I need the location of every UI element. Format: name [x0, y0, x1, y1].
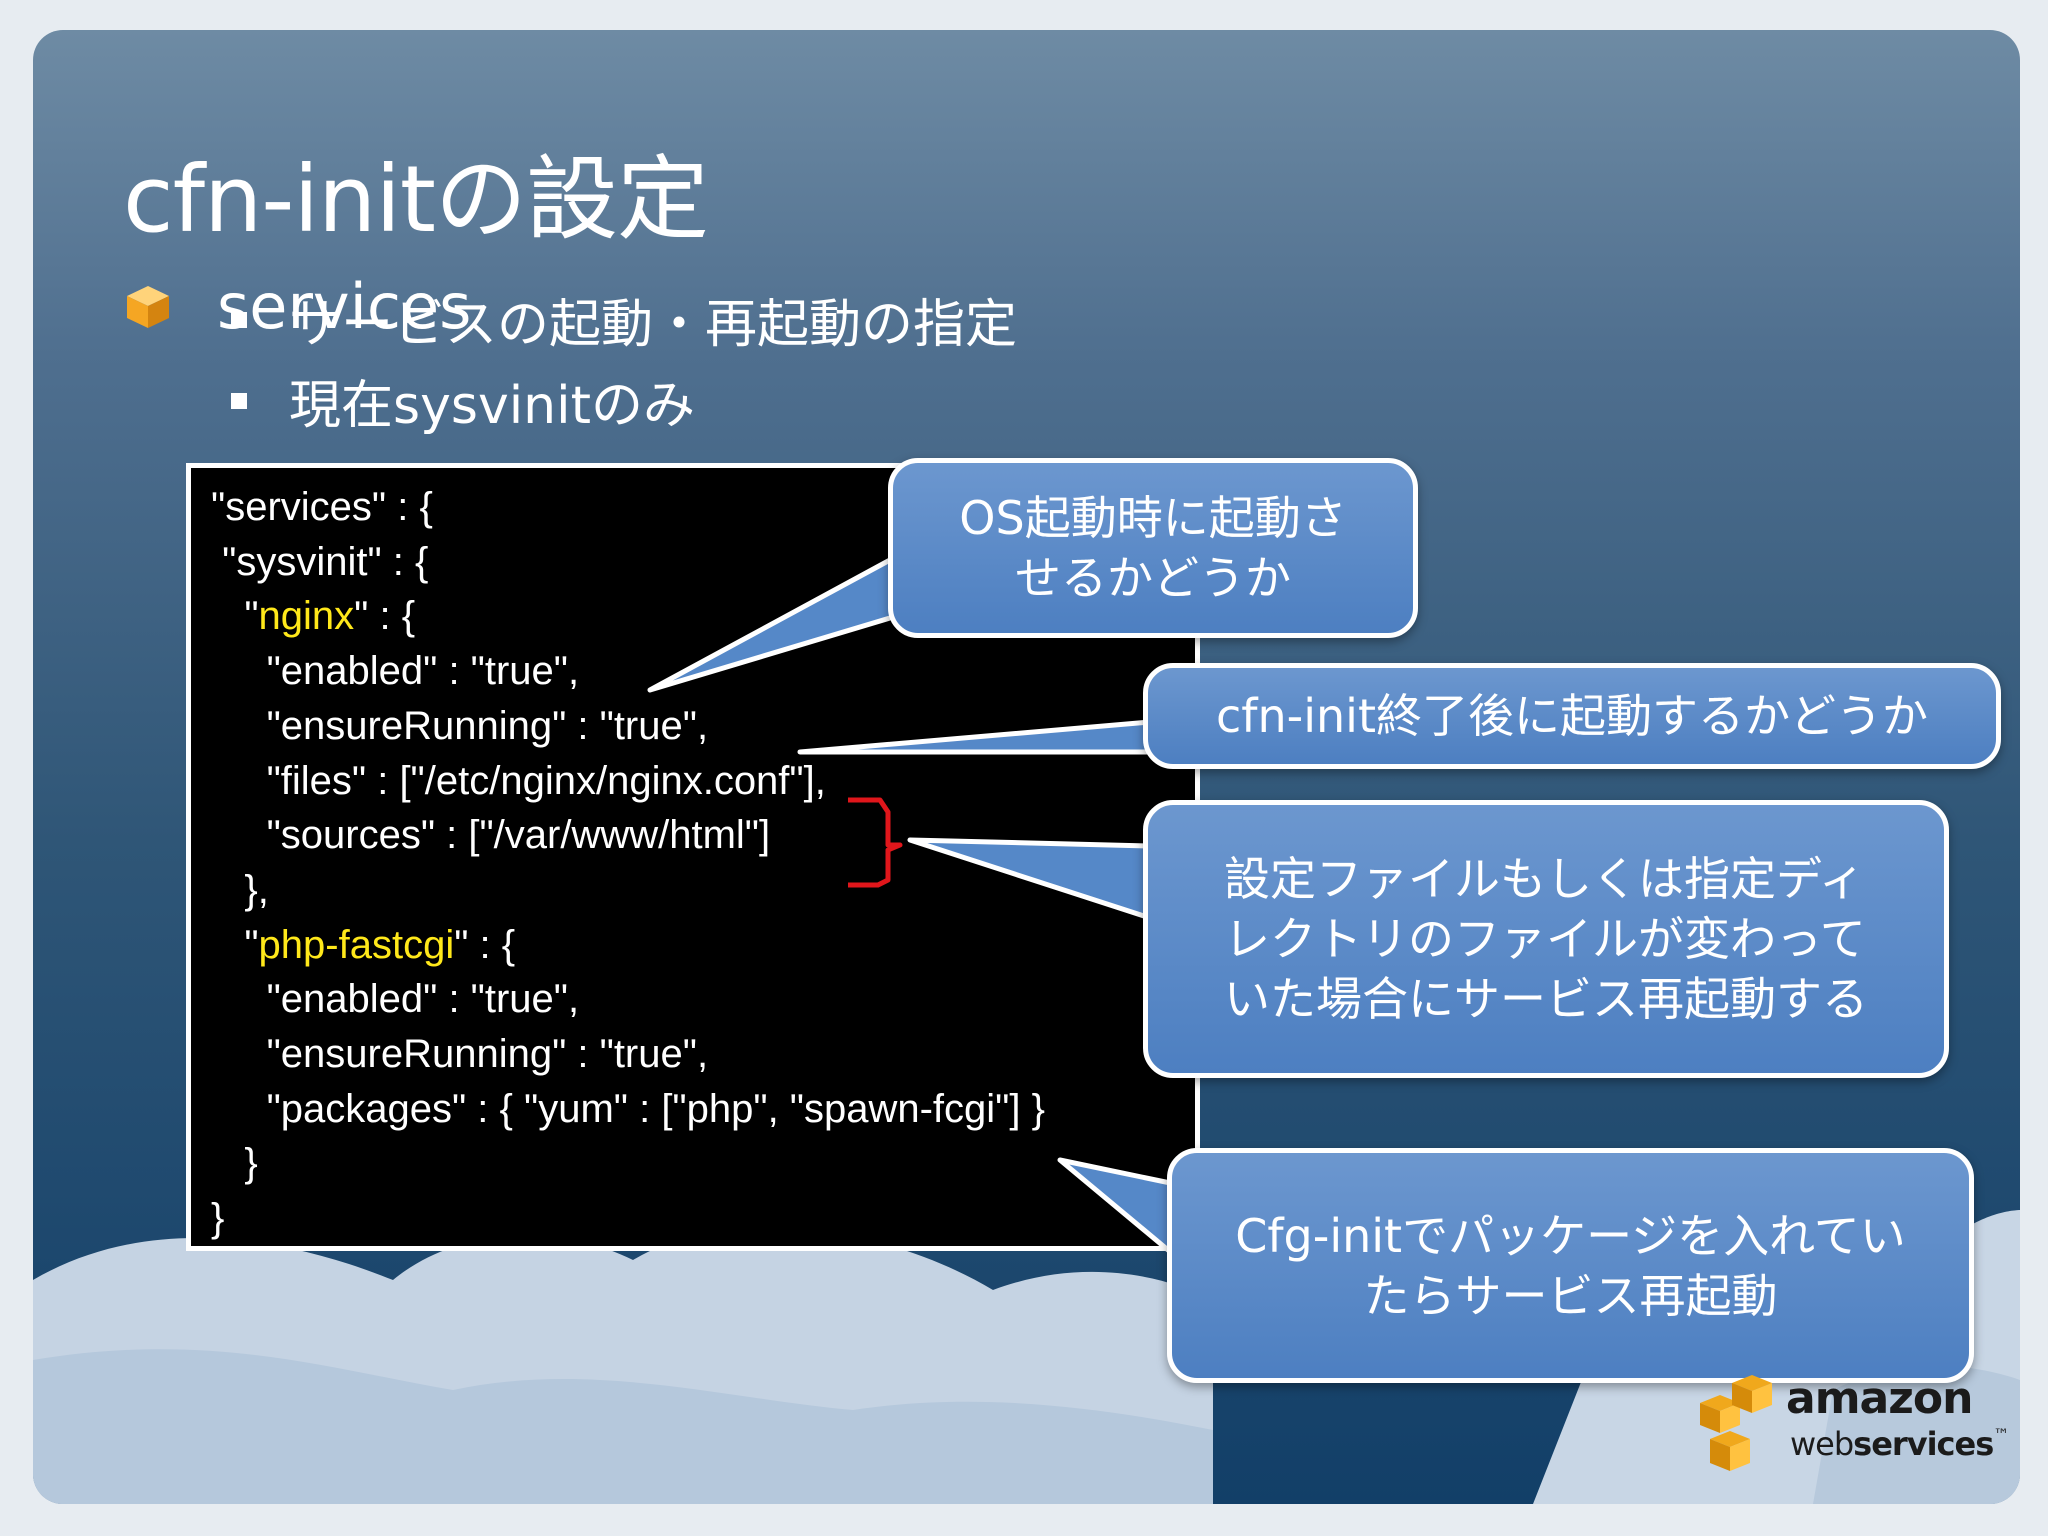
- callout-line: OS起動時に起動さ: [959, 491, 1347, 545]
- code-line: "services" : {: [211, 485, 433, 529]
- callout-os-boot: OS起動時に起動させるかどうか: [888, 458, 1418, 638]
- callout-line: cfn-init終了後に起動するかどうか: [1216, 689, 1928, 743]
- code-line: "nginx" : {: [211, 594, 416, 639]
- callout-package-install: Cfg-initでパッケージを入れていたらサービス再起動: [1167, 1148, 1974, 1383]
- bullet-services: services: [125, 270, 471, 343]
- sub-bullet-2: 現在sysvinitのみ: [231, 363, 695, 438]
- aws-cubes-logo-icon: [1700, 1375, 1772, 1471]
- code-text: "services" : { "sysvinit" : { "nginx" : …: [211, 480, 1045, 1246]
- code-line: "enabled" : "true",: [211, 649, 580, 694]
- code-line: }: [211, 1196, 225, 1241]
- code-line: "packages" : { "yum" : ["php", "spawn-fc…: [211, 1086, 1045, 1131]
- service-name-php-fastcgi: php-fastcgi: [258, 922, 455, 967]
- code-line: "sources" : ["/var/www/html"]: [211, 813, 771, 858]
- sub-bullet-1: サービスの起動・再起動の指定: [231, 282, 1017, 357]
- callout-line: Cfg-initでパッケージを入れてい: [1235, 1208, 1906, 1263]
- code-line: "ensureRunning" : "true",: [211, 703, 709, 748]
- logo-word-webservices: webservices™: [1790, 1425, 2009, 1463]
- callout-config-change: 設定ファイルもしくは指定ディレクトリのファイルが変わっていた場合にサービス再起動…: [1143, 800, 1949, 1078]
- sub-bullet-label: サービスの起動・再起動の指定: [289, 295, 1018, 355]
- service-name-nginx: nginx: [258, 594, 355, 639]
- aws-logo: amazon webservices™: [1690, 1373, 2009, 1485]
- square-bullet-icon: [231, 311, 247, 328]
- code-line: "enabled" : "true",: [211, 977, 580, 1022]
- code-line: "ensureRunning" : "true",: [211, 1032, 709, 1077]
- callout-line: 設定ファイルもしくは指定ディ: [1224, 852, 1865, 906]
- code-line: },: [211, 867, 269, 912]
- slide-title: cfn-initの設定: [123, 146, 709, 253]
- square-bullet-icon: [231, 392, 247, 409]
- callout-line: たらサービス再起動: [1363, 1268, 1778, 1323]
- code-line: }: [211, 1141, 258, 1186]
- code-line: "files" : ["/etc/nginx/nginx.conf"],: [211, 758, 826, 803]
- callout-after-init: cfn-init終了後に起動するかどうか: [1143, 663, 2001, 769]
- code-line: "php-fastcgi" : {: [211, 922, 516, 967]
- bullet-label: services: [217, 270, 472, 343]
- callout-line: せるかどうか: [1015, 551, 1291, 605]
- sub-bullet-label: 現在sysvinitのみ: [289, 376, 695, 436]
- callout-line: レクトリのファイルが変わって: [1224, 912, 1866, 966]
- logo-word-amazon: amazon: [1786, 1373, 1973, 1424]
- orange-cube-icon: [127, 285, 169, 328]
- code-line: "sysvinit" : {: [211, 539, 429, 584]
- callout-line: いた場合にサービス再起動する: [1224, 972, 1868, 1026]
